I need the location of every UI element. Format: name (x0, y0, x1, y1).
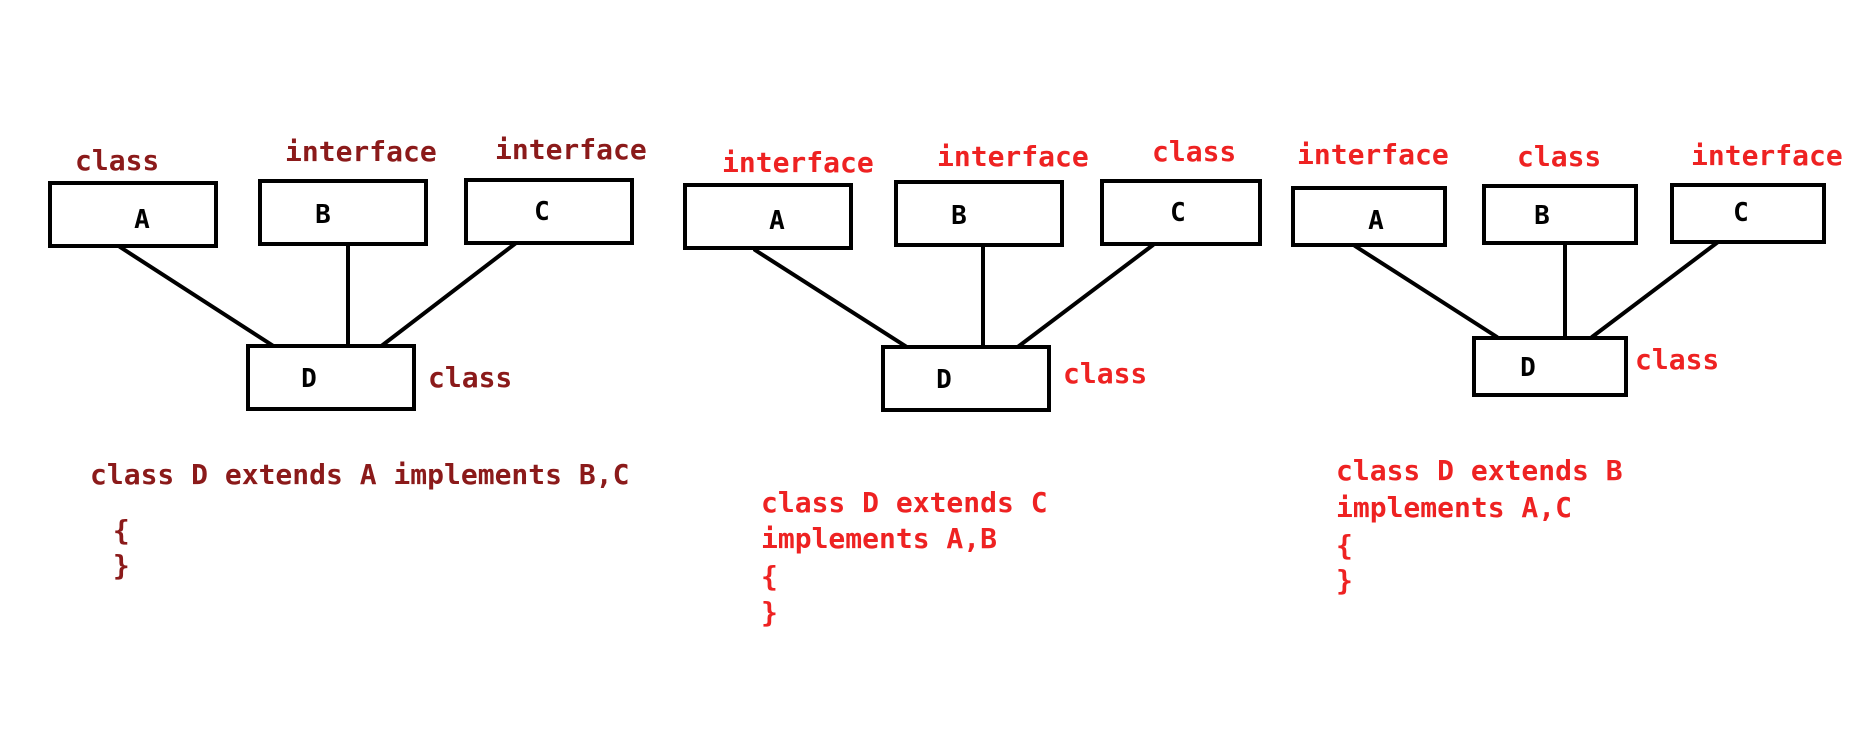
edge-a-d (753, 248, 912, 351)
node-b-box (894, 180, 1064, 247)
node-d-kind: class (1635, 343, 1719, 376)
node-a-label: A (1368, 206, 1384, 236)
diagram-3: A interface B class C interface D class … (1291, 138, 1843, 597)
code-line: { (96, 514, 130, 547)
node-b-kind: interface (937, 140, 1089, 173)
code-line: { (1336, 529, 1353, 562)
node-c-kind: class (1152, 135, 1236, 168)
node-c-box (464, 178, 634, 245)
node-d-kind: class (1063, 357, 1147, 390)
node-c-kind: interface (1691, 139, 1843, 172)
node-d-kind: class (428, 361, 512, 394)
node-b-label: B (315, 200, 331, 230)
code-line: class D extends C (761, 486, 1048, 519)
node-d-label: D (936, 365, 952, 395)
node-d-box (881, 345, 1051, 412)
node-a-kind: class (75, 144, 159, 177)
node-c-label: C (1170, 198, 1186, 228)
code-line: } (96, 549, 130, 582)
code-line: class D extends A implements B,C (90, 458, 629, 491)
node-d-label: D (301, 364, 317, 394)
node-c-label: C (1733, 198, 1749, 228)
code-line: implements A,C (1336, 491, 1572, 524)
node-c-box (1100, 179, 1262, 246)
node-b-label: B (1534, 201, 1550, 231)
edge-c-d (378, 241, 518, 349)
node-b-kind: interface (285, 135, 437, 168)
code-line: { (761, 560, 778, 593)
node-b-box (258, 179, 428, 246)
node-a-kind: interface (1297, 138, 1449, 171)
node-a-label: A (769, 206, 785, 236)
edge-c-d (1590, 240, 1720, 339)
node-b-label: B (951, 201, 967, 231)
edge-c-d (1013, 243, 1155, 351)
code-line: } (761, 596, 778, 629)
node-a-label: A (134, 205, 150, 235)
node-a-box (48, 181, 218, 248)
code-line: class D extends B (1336, 454, 1623, 487)
edge-a-d (118, 245, 277, 349)
node-c-box (1670, 183, 1826, 244)
code-line: implements A,B (761, 522, 997, 555)
node-d-box (1472, 336, 1628, 397)
node-a-kind: interface (722, 146, 874, 179)
node-c-label: C (534, 197, 550, 227)
node-d-label: D (1520, 353, 1536, 383)
node-a-box (683, 183, 853, 250)
node-a-box (1291, 186, 1447, 247)
diagram-2: A interface B interface C class D class … (683, 135, 1262, 629)
edge-a-d (1353, 244, 1499, 339)
node-d-box (246, 344, 416, 411)
diagram-1: A class B interface C interface D class … (48, 133, 647, 582)
code-line: } (1336, 564, 1353, 597)
node-b-kind: class (1517, 140, 1601, 173)
node-c-kind: interface (495, 133, 647, 166)
node-b-box (1482, 184, 1638, 245)
